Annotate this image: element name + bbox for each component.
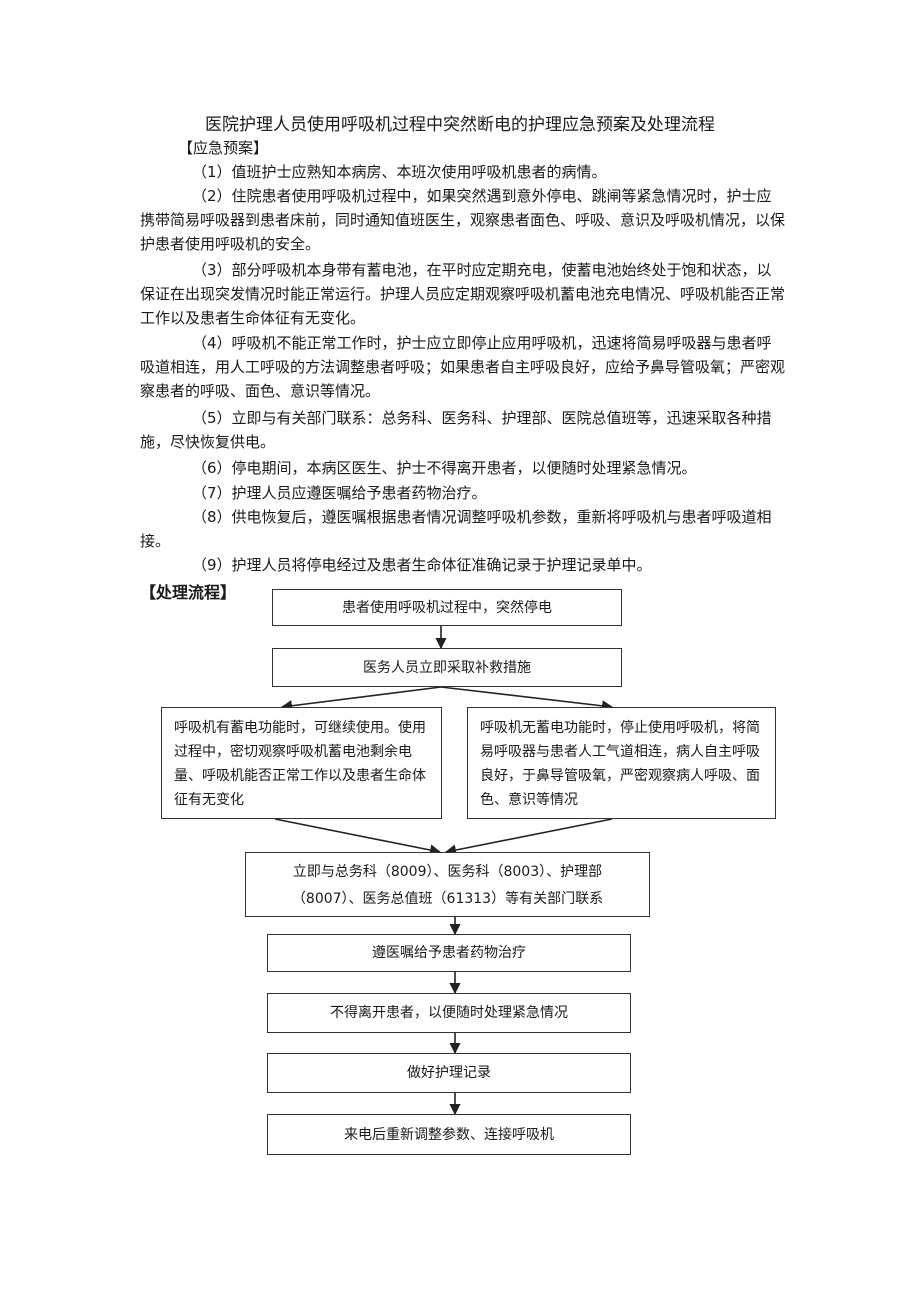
flow-step-label: 不得离开患者，以便随时处理紧急情况 xyxy=(330,1005,568,1021)
flow-step-label: 医务人员立即采取补救措施 xyxy=(363,659,531,676)
flow-branch-label: 呼吸机有蓄电功能时，可继续使用。使用过程中，密切观察呼吸机蓄电池剩余电量、呼吸机… xyxy=(174,720,426,808)
arrow-left-contact xyxy=(274,818,442,856)
plan-item-3: （3）部分呼吸机本身带有蓄电池，在平时应定期充电，使蓄电池始终处于饱和状态，以保… xyxy=(140,261,786,327)
flow-step-label: 做好护理记录 xyxy=(407,1065,491,1081)
flow-step-label: 患者使用呼吸机过程中，突然停电 xyxy=(342,599,552,616)
process-flow-heading: 【处理流程】 xyxy=(140,583,237,602)
plan-item-1: （1）值班护士应熟知本病房、本班次使用呼吸机患者的病情。 xyxy=(192,163,607,181)
document-title: 医院护理人员使用呼吸机过程中突然断电的护理应急预案及处理流程 xyxy=(205,115,715,135)
flow-step-stay-with-patient: 不得离开患者，以便随时处理紧急情况 xyxy=(267,993,631,1033)
plan-item-2: （2）住院患者使用呼吸机过程中，如果突然遇到意外停电、跳闸等紧急情况时，护士应携… xyxy=(140,187,786,253)
contact-line-2: （8007）、医务总值班（61313）等有关部门联系 xyxy=(291,891,604,907)
plan-item-6: （6）停电期间，本病区医生、护士不得离开患者，以便随时处理紧急情况。 xyxy=(192,459,697,477)
flow-step-power-outage: 患者使用呼吸机过程中，突然停电 xyxy=(272,589,622,626)
plan-item-4: （4）呼吸机不能正常工作时，护士应立即停止应用呼吸机，迅速将简易呼吸器与患者呼吸… xyxy=(140,334,786,400)
arrow-right-contact xyxy=(444,818,613,856)
flow-step-contact-departments: 立即与总务科（8009）、医务科（8003）、护理部 （8007）、医务总值班（… xyxy=(245,852,650,917)
flow-branch-no-battery: 呼吸机无蓄电功能时，停止使用呼吸机，将简易呼吸器与患者人工气道相连，病人自主呼吸… xyxy=(467,707,776,819)
emergency-plan-heading: 【应急预案】 xyxy=(178,139,269,157)
plan-item-7: （7）护理人员应遵医嘱给予患者药物治疗。 xyxy=(192,484,487,502)
flow-step-reconnect: 来电后重新调整参数、连接呼吸机 xyxy=(267,1114,631,1155)
flow-step-label: 来电后重新调整参数、连接呼吸机 xyxy=(344,1126,554,1143)
flow-branch-with-battery: 呼吸机有蓄电功能时，可继续使用。使用过程中，密切观察呼吸机蓄电池剩余电量、呼吸机… xyxy=(161,707,442,819)
plan-item-8: （8）供电恢复后，遵医嘱根据患者情况调整呼吸机参数，重新将呼吸机与患者呼吸道相接… xyxy=(140,508,772,550)
flow-step-remedy: 医务人员立即采取补救措施 xyxy=(272,648,622,687)
plan-item-9: （9）护理人员将停电经过及患者生命体征准确记录于护理记录单中。 xyxy=(192,556,652,574)
arrow-step2-left xyxy=(280,686,442,712)
flow-branch-label: 呼吸机无蓄电功能时，停止使用呼吸机，将简易呼吸器与患者人工气道相连，病人自主呼吸… xyxy=(480,720,760,808)
flow-step-medication: 遵医嘱给予患者药物治疗 xyxy=(267,934,631,972)
arrow-step2-right xyxy=(440,686,614,712)
flow-step-label: 遵医嘱给予患者药物治疗 xyxy=(372,945,526,961)
contact-line-1: 立即与总务科（8009）、医务科（8003）、护理部 xyxy=(292,864,603,880)
plan-item-5: （5）立即与有关部门联系：总务科、医务科、护理部、医院总值班等，迅速采取各种措施… xyxy=(140,409,772,451)
flow-step-record: 做好护理记录 xyxy=(267,1053,631,1093)
